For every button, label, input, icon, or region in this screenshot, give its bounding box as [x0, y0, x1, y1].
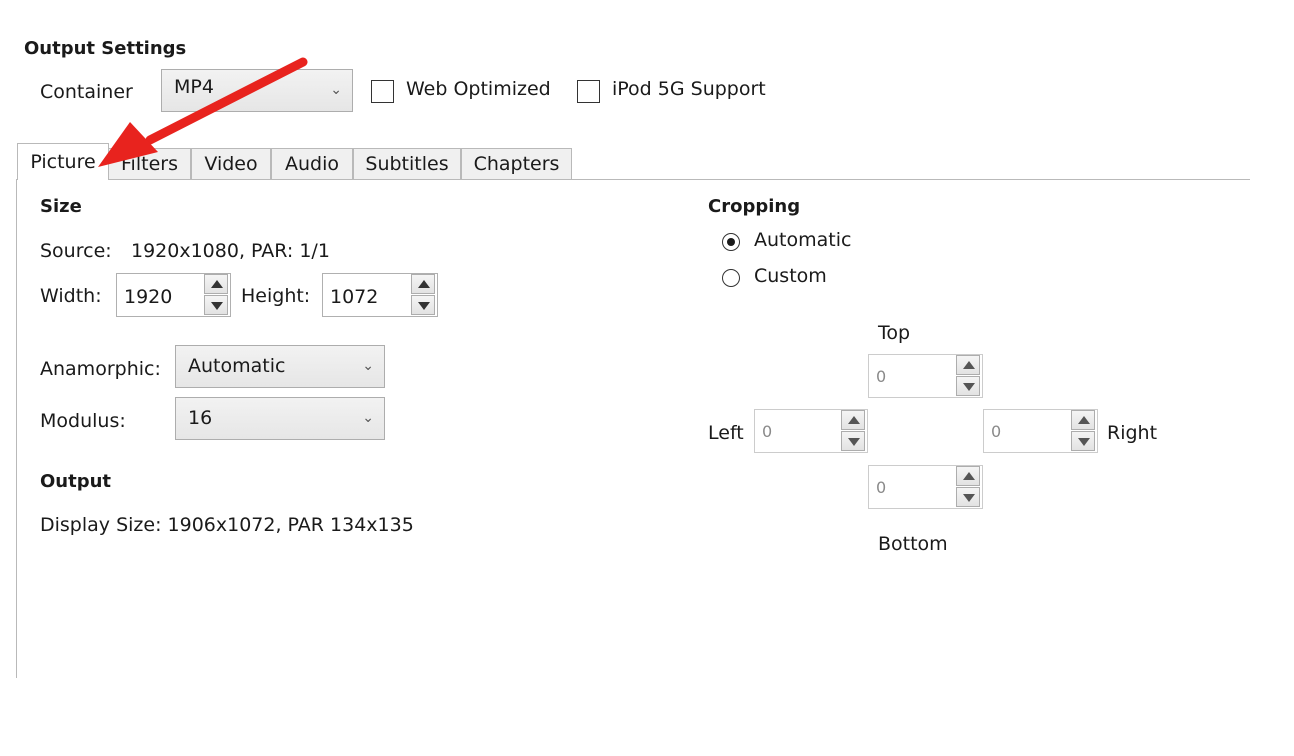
output-heading: Output [40, 471, 112, 492]
anamorphic-dropdown[interactable]: Automatic ⌄ [175, 345, 385, 388]
display-size-text: Display Size: 1906x1072, PAR 134x135 [40, 514, 414, 536]
arrow-down-icon [211, 302, 223, 310]
tab-label: Audio [284, 153, 339, 175]
width-stepper[interactable]: 1920 [116, 273, 231, 317]
web-optimized-label: Web Optimized [406, 78, 551, 100]
arrow-down-icon [1078, 438, 1090, 446]
arrow-down-icon [963, 383, 975, 391]
arrow-up-icon [418, 280, 430, 288]
arrow-down-icon [963, 494, 975, 502]
automatic-label: Automatic [754, 229, 852, 251]
modulus-value: 16 [188, 407, 213, 429]
tab-label: Chapters [473, 153, 560, 175]
crop-left-stepper[interactable]: 0 [754, 409, 868, 453]
tab-picture[interactable]: Picture [17, 143, 109, 180]
height-label: Height: [241, 285, 311, 307]
crop-right-value: 0 [991, 422, 1002, 441]
source-value: 1920x1080, PAR: 1/1 [131, 240, 330, 262]
tab-chapters[interactable]: Chapters [461, 148, 572, 179]
width-increment-button[interactable] [204, 274, 228, 294]
crop-right-decrement-button[interactable] [1071, 431, 1095, 451]
tab-audio[interactable]: Audio [271, 148, 353, 179]
tab-label: Filters [121, 153, 178, 175]
crop-left-decrement-button[interactable] [841, 431, 865, 451]
height-increment-button[interactable] [411, 274, 435, 294]
tab-label: Picture [30, 151, 96, 173]
radio-selected-dot [727, 238, 735, 246]
output-settings-heading: Output Settings [24, 38, 187, 59]
crop-right-label: Right [1107, 422, 1158, 444]
height-value: 1072 [330, 286, 379, 308]
arrow-down-icon [848, 438, 860, 446]
width-label: Width: [40, 285, 102, 307]
crop-right-stepper[interactable]: 0 [983, 409, 1098, 453]
container-value: MP4 [174, 76, 214, 98]
crop-top-value: 0 [876, 367, 887, 386]
ipod-5g-label: iPod 5G Support [612, 78, 766, 100]
tab-label: Video [204, 153, 258, 175]
width-decrement-button[interactable] [204, 295, 228, 315]
container-label: Container [40, 81, 133, 103]
size-heading: Size [40, 196, 82, 217]
crop-top-stepper[interactable]: 0 [868, 354, 983, 398]
crop-bottom-label: Bottom [878, 533, 948, 555]
anamorphic-value: Automatic [188, 355, 286, 377]
web-optimized-checkbox[interactable] [371, 80, 394, 103]
crop-bottom-increment-button[interactable] [956, 466, 980, 486]
height-decrement-button[interactable] [411, 295, 435, 315]
chevron-down-icon: ⌄ [330, 82, 342, 98]
modulus-dropdown[interactable]: 16 ⌄ [175, 397, 385, 440]
crop-top-increment-button[interactable] [956, 355, 980, 375]
crop-bottom-value: 0 [876, 478, 887, 497]
custom-radio[interactable] [722, 269, 740, 287]
arrow-up-icon [963, 472, 975, 480]
tab-video[interactable]: Video [191, 148, 271, 179]
crop-left-increment-button[interactable] [841, 410, 865, 430]
ipod-5g-checkbox[interactable] [577, 80, 600, 103]
tab-label: Subtitles [365, 153, 449, 175]
chevron-down-icon: ⌄ [362, 410, 374, 426]
automatic-radio[interactable] [722, 233, 740, 251]
cropping-heading: Cropping [708, 196, 801, 217]
arrow-up-icon [211, 280, 223, 288]
crop-top-label: Top [878, 322, 911, 344]
height-stepper[interactable]: 1072 [322, 273, 438, 317]
crop-bottom-decrement-button[interactable] [956, 487, 980, 507]
crop-bottom-stepper[interactable]: 0 [868, 465, 983, 509]
custom-label: Custom [754, 265, 827, 287]
panel-border [16, 179, 17, 678]
arrow-down-icon [418, 302, 430, 310]
anamorphic-label: Anamorphic: [40, 358, 161, 380]
crop-left-label: Left [708, 422, 744, 444]
arrow-up-icon [963, 361, 975, 369]
tab-subtitles[interactable]: Subtitles [353, 148, 461, 179]
crop-right-increment-button[interactable] [1071, 410, 1095, 430]
tab-strip-border [16, 179, 1250, 180]
crop-top-decrement-button[interactable] [956, 376, 980, 396]
arrow-up-icon [1078, 416, 1090, 424]
arrow-up-icon [848, 416, 860, 424]
crop-left-value: 0 [762, 422, 773, 441]
source-label: Source: [40, 240, 112, 262]
modulus-label: Modulus: [40, 410, 126, 432]
chevron-down-icon: ⌄ [362, 358, 374, 374]
width-value: 1920 [124, 286, 173, 308]
